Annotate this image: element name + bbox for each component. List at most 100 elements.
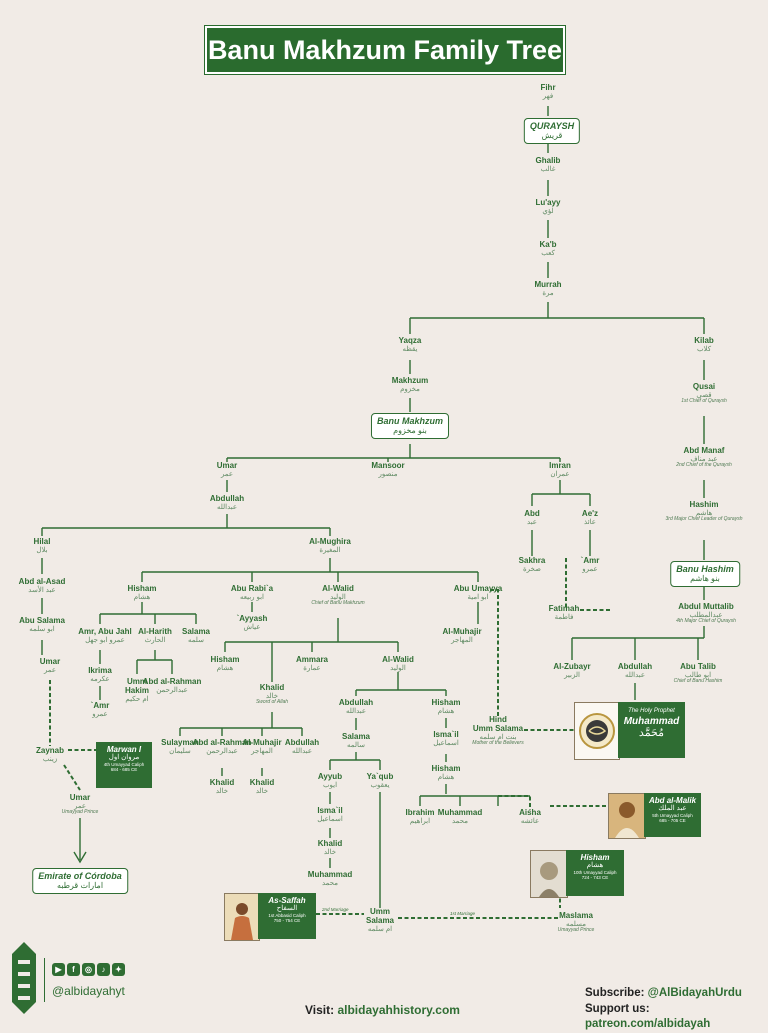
subscribe-handle[interactable]: @AlBidayahUrdu [647, 987, 742, 999]
support-link[interactable]: patreon.com/albidayah [585, 1018, 711, 1031]
node-name: Abdullah [209, 494, 245, 503]
node-name: Abu Rabi`a [230, 584, 274, 593]
node-name: Salama [181, 627, 211, 636]
node-name: Khalid [209, 778, 235, 787]
node-name: Maslama [559, 911, 593, 920]
node-arabic: بنت ام سلمه [479, 733, 517, 741]
node-arabic: لؤي [542, 207, 554, 215]
node-name: `Amr [90, 701, 110, 710]
facebook-icon[interactable]: f [67, 963, 80, 976]
visit-link[interactable]: albidayahhistory.com [337, 1003, 460, 1017]
node-name: Aisha [519, 808, 541, 817]
node-arabic: فاطمة [554, 613, 574, 621]
prophet-calligraphy-icon [574, 702, 620, 760]
social-handle[interactable]: @albidayahyt [52, 984, 125, 998]
node-arabic: المغيرة [319, 546, 341, 554]
node-arabic: عبد الأسد [28, 586, 56, 594]
marwan-subtitle: 4th Umayyad Caliph [103, 762, 145, 768]
node-arabic: محمد [451, 817, 468, 825]
node-arabic: عائشه [520, 817, 540, 825]
prophet-card: The Holy Prophet Muhammad مُحَمَّد [618, 702, 685, 758]
footer-divider [44, 958, 45, 1002]
node-name: Abd al-Asad [18, 577, 66, 586]
quraysh-arabic: قريش [541, 131, 563, 141]
node-subtitle: Chief of Banu Hashim [673, 678, 723, 685]
node-arabic: المهاجر [451, 636, 473, 644]
node-name: Amr, Abu Jahl [78, 627, 132, 636]
prophet-title: The Holy Prophet [628, 708, 675, 714]
support-label: Support us: [585, 1002, 650, 1015]
node-arabic: زينب [42, 755, 58, 763]
node-subtitle: 3rd Major Chief Leader of Quraysh [665, 516, 743, 523]
node-name: Muhammad [307, 870, 353, 879]
node-subtitle: 1st Chief of Quraysh [681, 398, 727, 405]
node-name: Hisham [431, 698, 461, 707]
node-name: Umm Hakim [124, 677, 149, 695]
node-arabic: صخرة [523, 565, 541, 573]
youtube-icon[interactable]: ▶ [52, 963, 65, 976]
banu-makhzum-arabic: بنو مخزوم [393, 426, 427, 436]
node-arabic: محمد [321, 879, 338, 887]
node-arabic: عبدالرحمن [206, 747, 238, 755]
prophet-arabic: مُحَمَّد [638, 727, 665, 740]
hisham-caliph-card: Hisham هشام 10th Umayyad Caliph 724 - 74… [566, 850, 624, 896]
node-arabic: عبدالله [624, 671, 646, 679]
node-name: Abdullah [338, 698, 374, 707]
node-arabic: عائذ [584, 518, 596, 526]
node-name: Abdul Muttalib [678, 602, 734, 611]
node-arabic: هاشم [695, 509, 713, 517]
marwan-name: Marwan I [106, 745, 142, 754]
node-name: Al-Walid [322, 584, 354, 593]
node-arabic: عبدالرحمن [156, 686, 188, 694]
twitter-icon[interactable]: ✦ [112, 963, 125, 976]
node-arabic: هشام [437, 773, 455, 781]
banu-makhzum-label: Banu Makhzum [376, 416, 444, 426]
node-alt-name: Umm Salama [472, 723, 524, 733]
node-arabic: منصور [378, 470, 398, 478]
instagram-icon[interactable]: ◎ [82, 963, 95, 976]
quraysh-label: QURAYSH [529, 121, 575, 131]
node-arabic: عمرو [582, 565, 598, 573]
node-name: Ae'z [581, 509, 599, 518]
node-arabic: ابو امية [467, 593, 489, 601]
node-name: Al-Muhajir [442, 627, 482, 636]
subscribe-block: Subscribe: @AlBidayahUrdu Support us: pa… [585, 986, 768, 1033]
node-arabic: فهر [542, 92, 554, 100]
as-saffah-card: As-Saffah السفاح 1st Abbasid Caliph 750 … [258, 893, 316, 939]
node-name: Al-Mughira [309, 537, 351, 546]
node-name: Abd Manaf [683, 446, 725, 455]
node-name: Abu Talib [680, 662, 716, 671]
node-name: Ikrima [88, 666, 112, 675]
node-name: Al-Muhajir [242, 738, 282, 747]
node-arabic: الزبير [564, 671, 580, 679]
node-arabic: ابو ربيعه [239, 593, 265, 601]
node-name: Umar [69, 793, 91, 802]
node-name: Abd [524, 509, 540, 518]
node-arabic: اسماعيل [317, 815, 343, 823]
tiktok-icon[interactable]: ♪ [97, 963, 110, 976]
